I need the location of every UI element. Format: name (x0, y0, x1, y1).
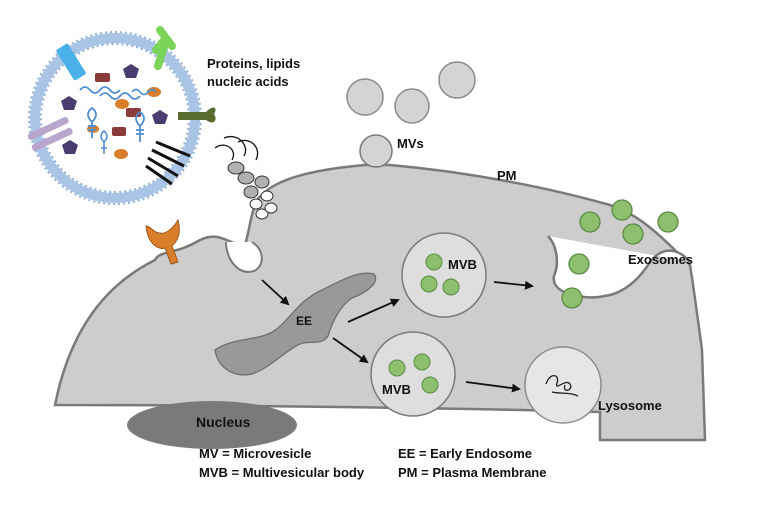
endocytic-invagination (225, 241, 263, 273)
mvb-label-lower: MVB (382, 382, 411, 397)
exosome (561, 287, 583, 309)
mvb-label-upper: MVB (448, 257, 477, 272)
legend-mv: MV = Microvesicle (199, 446, 312, 461)
hairpin-rna-icon (100, 129, 108, 154)
protein-icon (95, 73, 110, 82)
microvesicle (394, 88, 430, 124)
black-receptor-icon (145, 140, 191, 186)
nucleus-label: Nucleus (196, 414, 251, 430)
multivesicular-body (370, 331, 456, 417)
pentagon-protein-icon (123, 64, 139, 78)
early-endosome (214, 272, 377, 376)
blue-receptor-icon (56, 43, 86, 81)
green-receptor-icon (152, 26, 176, 70)
intraluminal-vesicle (442, 278, 460, 296)
arrow-ee-to-mvb (347, 298, 400, 323)
olive-receptor-icon (178, 107, 216, 123)
pm-label: PM (497, 168, 517, 183)
exosome (579, 211, 601, 233)
budding-microvesicle (359, 134, 393, 168)
legend-ee: EE = Early Endosome (398, 446, 533, 461)
orange-receptor-icon (145, 218, 180, 265)
legend-mvb: MVB = Multivesicular body (199, 465, 365, 480)
exosome-release-pocket (547, 235, 691, 299)
exosome (622, 223, 644, 245)
exosome-cargo-vesicle (27, 26, 216, 205)
hairpin-rna-icon (135, 110, 145, 142)
cargo-label-line1: Proteins, lipids (207, 56, 300, 71)
arrow-ee-to-mvb-lower (332, 337, 369, 364)
nucleus (127, 401, 297, 449)
ee-label: EE (296, 314, 312, 328)
legend-pm: PM = Plasma Membrane (398, 465, 547, 480)
multivesicular-body (401, 232, 487, 318)
degraded-cargo-icon (545, 374, 579, 397)
microvesicle (438, 61, 476, 99)
microvesicle (346, 78, 384, 116)
arrow-to-ee (261, 279, 290, 306)
mvs-label: MVs (397, 136, 424, 151)
intraluminal-vesicle (413, 353, 431, 371)
intraluminal-vesicle (425, 253, 443, 271)
nucleic-acid-icon (99, 92, 141, 100)
protein-icon (112, 127, 126, 136)
lysosome-label: Lysosome (598, 398, 662, 413)
hairpin-rna-icon (87, 106, 97, 138)
pentagon-protein-icon (62, 140, 78, 154)
exosomes-label: Exosomes (628, 252, 693, 267)
nucleic-acid-icon (79, 86, 121, 94)
lipid-icon (115, 99, 129, 109)
pentagon-protein-icon (152, 110, 168, 124)
lilac-receptor-icon (27, 116, 73, 151)
nucleic-acid-icon (131, 88, 157, 96)
exosome (611, 199, 633, 221)
intraluminal-vesicle (421, 376, 439, 394)
intraluminal-vesicle (420, 275, 438, 293)
intraluminal-vesicle (388, 359, 406, 377)
lipid-icon (114, 149, 128, 159)
lysosome (524, 346, 602, 424)
membrane-protein-icon (214, 135, 278, 220)
arrow-mvb-to-exosomes (493, 280, 534, 290)
exosome (568, 253, 590, 275)
pentagon-protein-icon (61, 96, 77, 110)
arrow-mvb-to-lysosome (465, 381, 521, 393)
lipid-icon (87, 125, 99, 133)
exosome (657, 211, 679, 233)
cargo-label-line2: nucleic acids (207, 74, 289, 89)
